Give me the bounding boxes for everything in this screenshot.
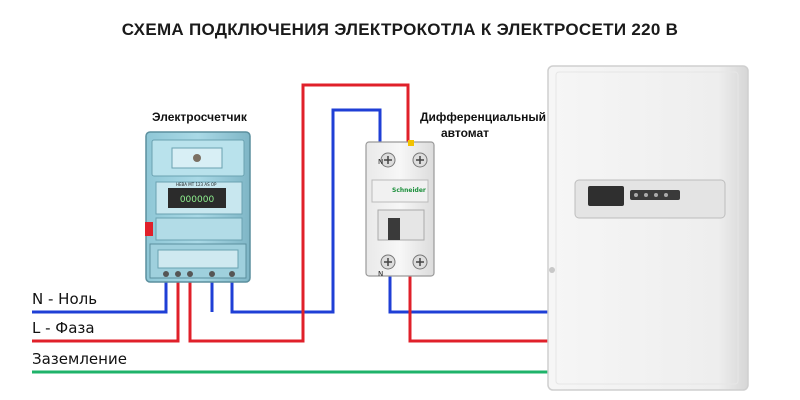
diagram-title: СХЕМА ПОДКЛЮЧЕНИЯ ЭЛЕКТРОКОТЛА К ЭЛЕКТРО… bbox=[121, 20, 679, 39]
phase-wire-meter-rcd bbox=[188, 83, 410, 343]
phase-wire-in bbox=[32, 280, 180, 343]
electric-meter: 000000 НЕВА МТ 123 AS OP bbox=[145, 131, 251, 283]
rcd-label-line1: Дифференциальный bbox=[420, 110, 546, 124]
rcd-label-line2: автомат bbox=[441, 126, 490, 140]
ground-line-label: Заземление bbox=[32, 350, 127, 368]
neutral-line-label: N - Ноль bbox=[32, 290, 98, 308]
electric-boiler bbox=[547, 65, 749, 391]
meter-model-text: НЕВА МТ 123 AS OP bbox=[176, 182, 217, 187]
rcd-terminal-n-bottom: N bbox=[378, 270, 383, 278]
phase-wire-rcd-boiler bbox=[408, 275, 550, 343]
rcd-brand-text: Schneider bbox=[392, 187, 426, 194]
meter-label: Электросчетчик bbox=[152, 110, 247, 124]
rcd-terminal-n-top: N bbox=[378, 158, 383, 166]
phase-line-label: L - Фаза bbox=[32, 319, 95, 337]
neutral-wire-meter-rcd bbox=[230, 108, 382, 314]
neutral-wire-in bbox=[32, 278, 168, 314]
svg-text:000000: 000000 bbox=[180, 195, 215, 205]
neutral-wire-rcd-boiler bbox=[388, 275, 550, 314]
rcd-breaker: N Schneider N bbox=[365, 140, 435, 278]
